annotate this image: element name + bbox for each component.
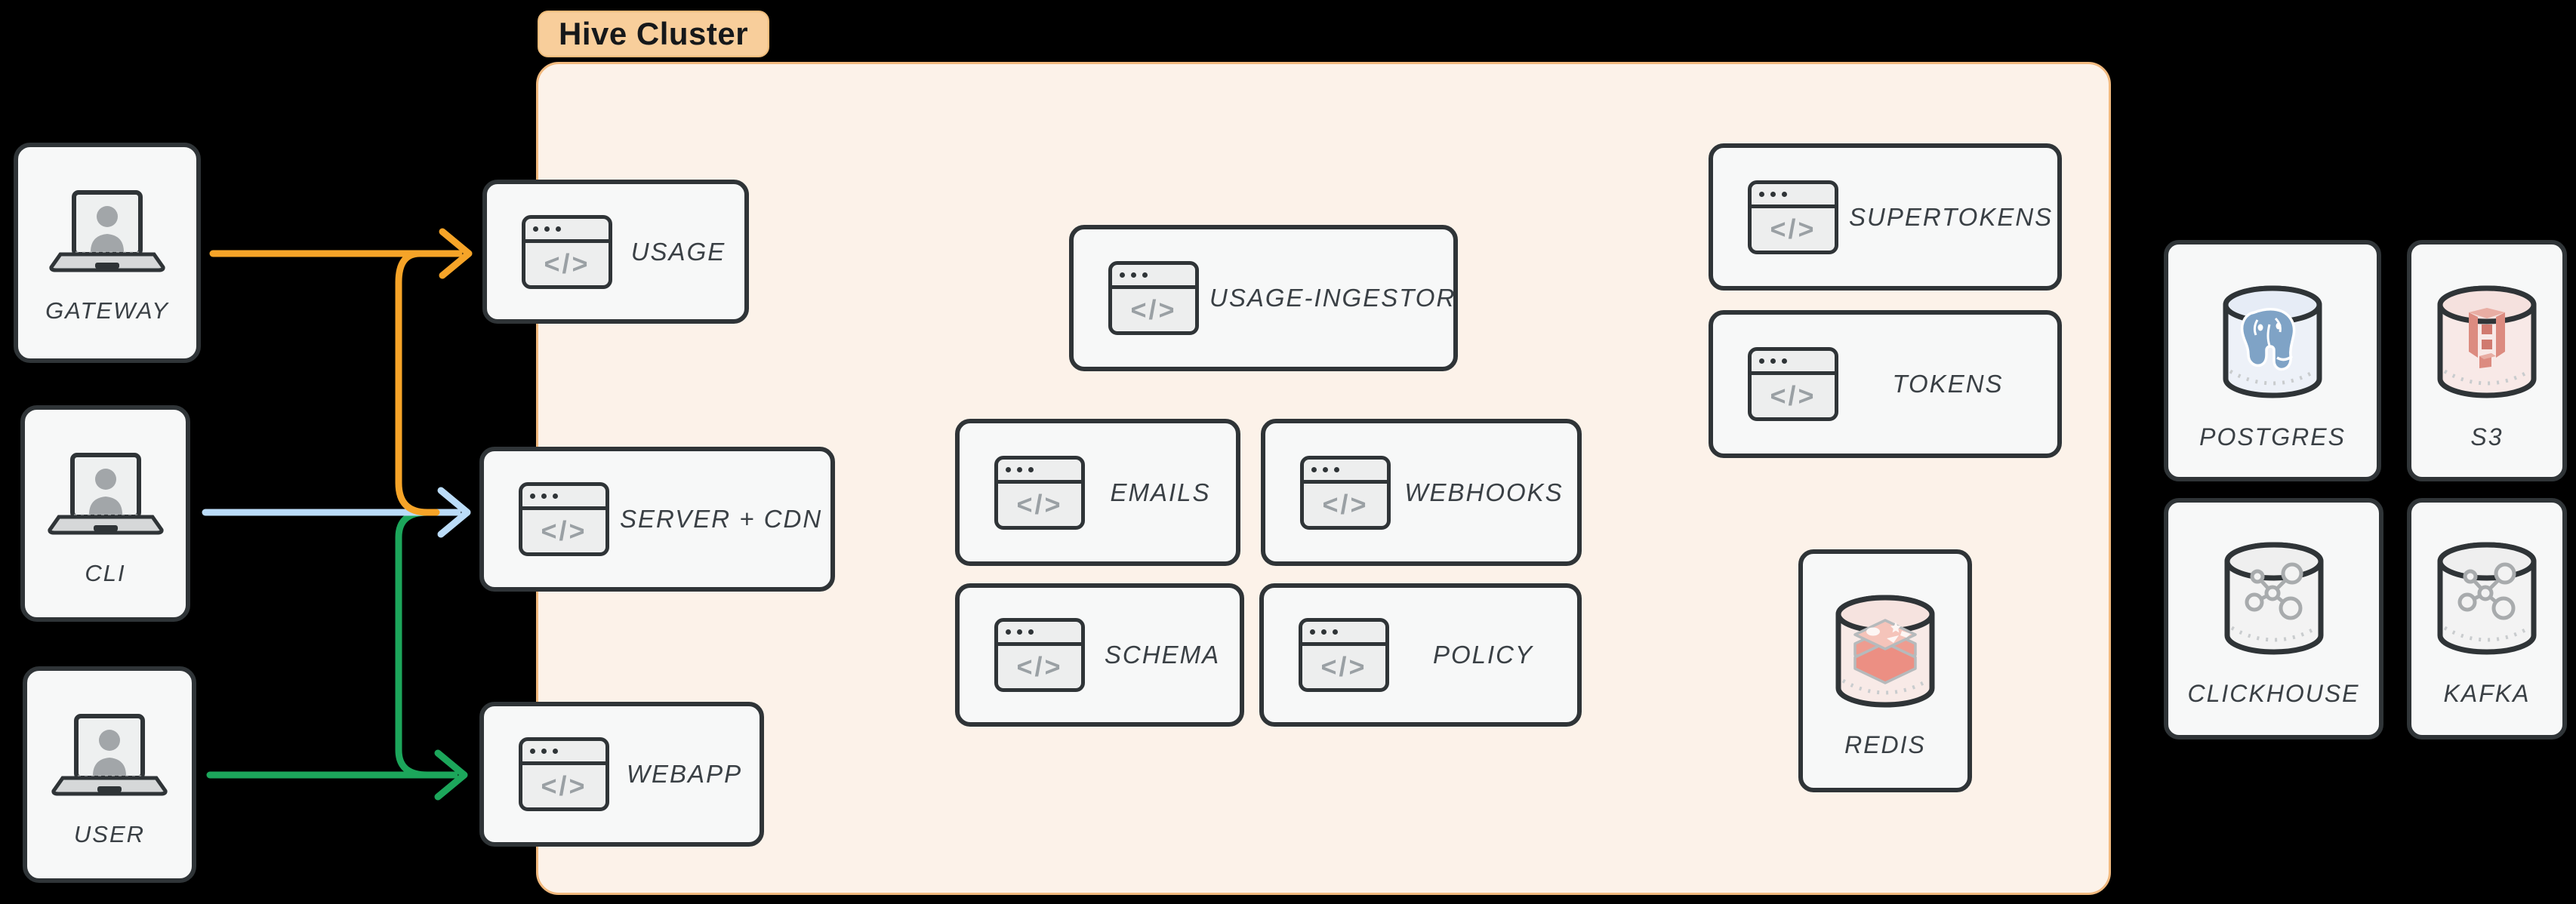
node-schema: </> SCHEMA [955,583,1244,727]
service-label: POLICY [1432,641,1534,669]
code-window-icon: </> [519,737,609,811]
node-tokens: </> TOKENS [1709,310,2062,458]
code-window-icon: </> [1300,455,1391,530]
service-label: SERVER + CDN [620,505,823,533]
s3-logo [2469,308,2505,368]
code-window-icon: </> [1748,347,1838,421]
code-window-icon: </> [522,214,612,289]
node-policy: </> POLICY [1259,583,1582,727]
node-webapp: </> WEBAPP [479,702,764,847]
laptop-user-icon [43,452,168,540]
hive-cluster-label: Hive Cluster [538,11,770,57]
code-window-icon: </> [1108,261,1199,335]
code-window-icon: </> [1748,180,1838,254]
node-postgres: POSTGRES [2164,240,2381,481]
actor-label: USER [73,821,146,847]
service-label: SCHEMA [1104,641,1221,669]
service-label: USAGE-INGESTOR [1209,284,1456,312]
actor-label: GATEWAY [45,297,169,324]
clickhouse-database-icon [2221,539,2327,662]
redis-stack-logo [1853,619,1917,684]
node-kafka: KAFKA [2407,498,2567,739]
datastore-label: KAFKA [2443,680,2531,707]
node-graph-logo [2457,562,2516,620]
datastore-label: POSTGRES [2199,423,2346,450]
code-window-icon: </> [994,455,1085,530]
postgres-elephant-logo [2240,308,2296,371]
edge-user-servercdn [395,509,442,779]
arrowhead-usage [439,228,473,279]
node-usage-ingestor: </> USAGE-INGESTOR [1069,225,1458,371]
node-redis: REDIS [1798,549,1972,792]
node-cli: CLI [20,405,190,622]
node-emails: </> EMAILS [955,419,1240,566]
service-label: EMAILS [1110,478,1211,506]
postgres-database-icon [2220,282,2325,405]
laptop-user-icon [47,713,172,801]
service-label: TOKENS [1892,370,2004,398]
s3-database-icon [2434,282,2540,405]
node-webhooks: </> WEBHOOKS [1261,419,1582,566]
datastore-label: CLICKHOUSE [2187,680,2360,707]
arrowhead-servercdn [437,487,471,538]
code-window-icon: </> [519,482,609,556]
node-gateway: GATEWAY [14,143,201,363]
node-supertokens: </> SUPERTOKENS [1709,143,2062,291]
datastore-label: S3 [2470,423,2504,450]
service-label: SUPERTOKENS [1849,202,2054,231]
node-graph-logo [2245,562,2303,620]
redis-database-icon [1832,592,1938,715]
node-s3: S3 [2407,240,2567,481]
edge-gateway-servercdn [395,250,440,516]
service-label: WEBAPP [626,760,743,788]
laptop-user-icon [45,189,170,278]
arrowhead-webapp [434,749,468,801]
node-usage: </> USAGE [482,180,749,324]
code-window-icon: </> [1299,618,1389,692]
node-user: USER [23,666,196,883]
service-label: WEBHOOKS [1404,478,1564,506]
kafka-database-icon [2434,539,2540,662]
code-window-icon: </> [994,618,1085,692]
node-server-cdn: </> SERVER + CDN [479,447,835,592]
node-clickhouse: CLICKHOUSE [2164,498,2383,739]
service-label: REDIS [1844,731,1926,758]
service-label: USAGE [630,237,726,266]
actor-label: CLI [85,560,126,586]
